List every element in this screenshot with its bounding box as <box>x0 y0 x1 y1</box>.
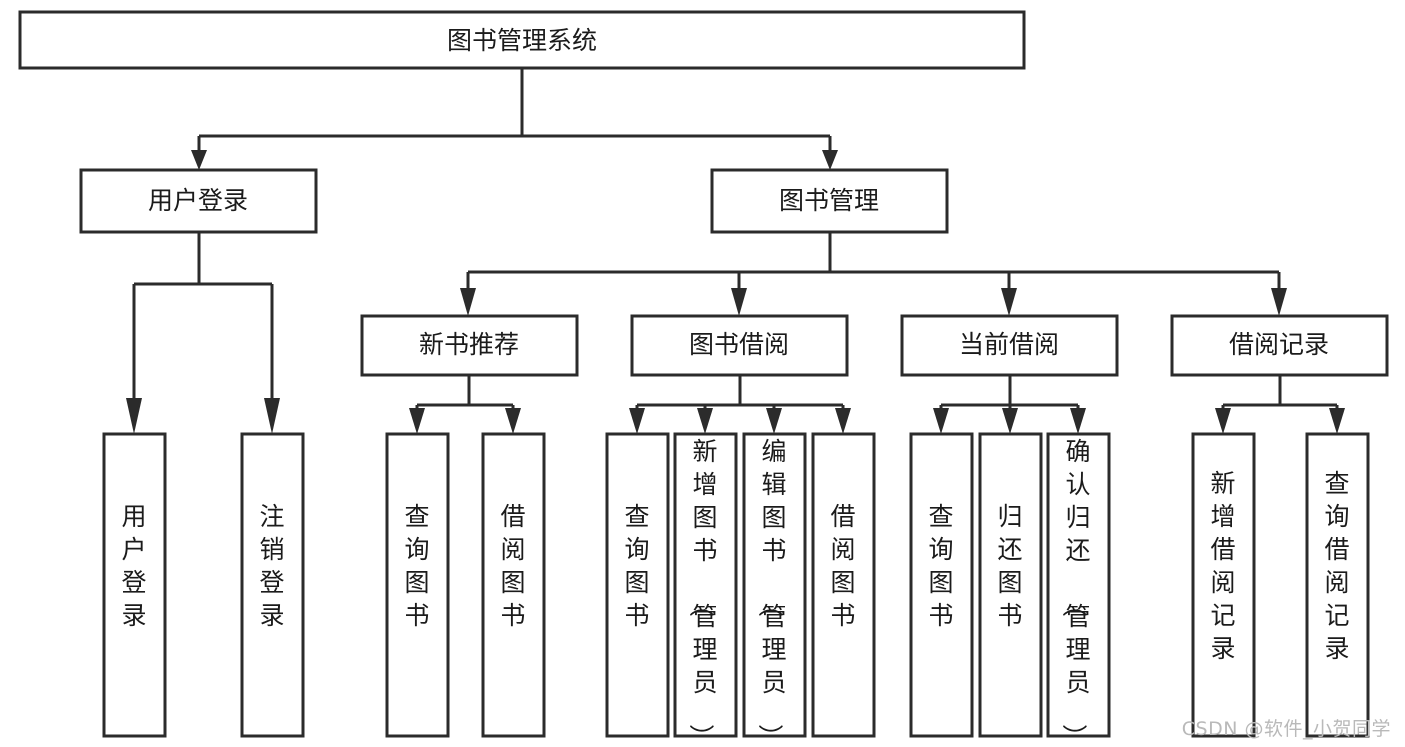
arrow-head-leaf-query-book-3 <box>933 408 949 434</box>
leaf-return-book[interactable]: 归还图书 <box>978 432 1043 738</box>
connector-group-userlogin-to-leaves <box>126 232 280 434</box>
arrow-head-leaf-user-login <box>126 398 142 434</box>
leaf-borrow-book-borrow-rect[interactable] <box>811 432 876 738</box>
arrow-head-leaf-logout <box>264 398 280 434</box>
arrow-head-new-book-rec <box>460 288 476 316</box>
node-new-book-recommend[interactable]: 新书推荐 <box>360 314 579 377</box>
arrow-head-to-book-mgmt <box>822 150 838 170</box>
leaf-query-book-newbook-label: 查询图书 <box>404 502 429 630</box>
node-current-borrow[interactable]: 当前借阅 <box>900 314 1119 377</box>
arrow-head-current-borrow <box>1001 288 1017 316</box>
node-new-book-recommend-label: 新书推荐 <box>419 330 519 359</box>
connector-group-bookmgmt-to-level3 <box>460 232 1287 316</box>
node-root-rect[interactable] <box>18 10 1026 70</box>
arrow-head-to-user-login <box>191 150 207 170</box>
leaf-logout-rect[interactable] <box>240 432 305 738</box>
leaf-add-borrow-record-label: 新增借阅记录 <box>1210 469 1235 663</box>
leaf-borrow-book-newbook-rect[interactable] <box>481 432 546 738</box>
leaf-confirm-return-admin-rect[interactable] <box>1046 432 1111 738</box>
leaf-edit-book-admin-label: 编辑图书（管理员） <box>755 437 786 747</box>
connector-group-bookborrow-to-leaves <box>629 375 851 434</box>
leaf-query-book-borrow-label: 查询图书 <box>624 502 649 630</box>
leaf-add-book-admin-rect[interactable] <box>673 432 738 738</box>
leaf-query-book-newbook-rect[interactable] <box>385 432 450 738</box>
node-current-borrow-label: 当前借阅 <box>959 330 1059 359</box>
arrow-head-leaf-query-book-2 <box>629 408 645 434</box>
node-book-management-rect[interactable] <box>710 168 949 234</box>
leaf-logout[interactable]: 注销登录 <box>240 432 305 738</box>
arrow-head-leaf-query-book-1 <box>409 408 425 434</box>
leaf-add-book-admin[interactable]: 新增图书（管理员） <box>673 432 738 747</box>
leaf-borrow-book-borrow-label: 借阅图书 <box>830 502 855 630</box>
leaf-query-borrow-record[interactable]: 查询借阅记录 <box>1305 432 1370 738</box>
node-book-management[interactable]: 图书管理 <box>710 168 949 234</box>
leaf-user-login-rect[interactable] <box>102 432 167 738</box>
node-user-login-rect[interactable] <box>79 168 318 234</box>
leaf-confirm-return-admin-label: 确认归还（管理员） <box>1059 437 1090 747</box>
leaf-borrow-book-newbook[interactable]: 借阅图书 <box>481 432 546 738</box>
connector-group-currentborrow-to-leaves <box>933 375 1086 434</box>
node-user-login-label: 用户登录 <box>148 186 248 215</box>
node-user-login[interactable]: 用户登录 <box>79 168 318 234</box>
node-root-label: 图书管理系统 <box>447 26 597 55</box>
connector-group-root-to-level2 <box>191 68 838 170</box>
leaf-logout-label: 注销登录 <box>259 502 284 630</box>
leaf-query-borrow-record-label: 查询借阅记录 <box>1324 469 1349 663</box>
leaf-query-borrow-record-rect[interactable] <box>1305 432 1370 738</box>
arrow-head-leaf-edit-book <box>766 408 782 434</box>
arrow-head-leaf-borrow-book-2 <box>835 408 851 434</box>
arrow-head-borrow-record <box>1271 288 1287 316</box>
leaf-return-book-label: 归还图书 <box>997 502 1022 630</box>
node-new-book-recommend-rect[interactable] <box>360 314 579 377</box>
leaf-query-book-newbook[interactable]: 查询图书 <box>385 432 450 738</box>
arrow-head-book-borrow <box>731 288 747 316</box>
leaf-confirm-return-admin[interactable]: 确认归还（管理员） <box>1046 432 1111 747</box>
leaf-borrow-book-newbook-label: 借阅图书 <box>500 502 525 630</box>
node-book-management-label: 图书管理 <box>779 186 879 215</box>
node-book-borrow-rect[interactable] <box>630 314 849 377</box>
node-borrow-record-label: 借阅记录 <box>1229 330 1329 359</box>
node-root[interactable]: 图书管理系统 <box>18 10 1026 70</box>
arrow-head-leaf-query-record <box>1329 408 1345 434</box>
arrow-head-leaf-confirm-return <box>1070 408 1086 434</box>
arrow-head-leaf-add-record <box>1215 408 1231 434</box>
leaf-query-book-current-label: 查询图书 <box>928 502 953 630</box>
leaf-query-book-borrow-rect[interactable] <box>605 432 670 738</box>
leaf-user-login-label: 用户登录 <box>121 502 146 630</box>
connector-group-newbook-to-leaves <box>409 375 521 434</box>
arrow-head-leaf-borrow-book-1 <box>505 408 521 434</box>
leaf-return-book-rect[interactable] <box>978 432 1043 738</box>
leaf-add-borrow-record-rect[interactable] <box>1191 432 1256 738</box>
node-book-borrow[interactable]: 图书借阅 <box>630 314 849 377</box>
leaf-add-borrow-record[interactable]: 新增借阅记录 <box>1191 432 1256 738</box>
node-borrow-record[interactable]: 借阅记录 <box>1170 314 1389 377</box>
leaf-user-login[interactable]: 用户登录 <box>102 432 167 738</box>
leaf-edit-book-admin[interactable]: 编辑图书（管理员） <box>742 432 807 747</box>
leaf-query-book-current-rect[interactable] <box>909 432 974 738</box>
node-book-borrow-label: 图书借阅 <box>689 330 789 359</box>
leaf-query-book-borrow[interactable]: 查询图书 <box>605 432 670 738</box>
arrow-head-leaf-return-book <box>1002 408 1018 434</box>
node-current-borrow-rect[interactable] <box>900 314 1119 377</box>
node-borrow-record-rect[interactable] <box>1170 314 1389 377</box>
connector-group-borrowrecord-to-leaves <box>1215 375 1345 434</box>
leaf-add-book-admin-label: 新增图书（管理员） <box>686 437 717 747</box>
csdn-watermark: CSDN @软件_小贺同学 <box>1181 718 1391 740</box>
leaf-borrow-book-borrow[interactable]: 借阅图书 <box>811 432 876 738</box>
arrow-head-leaf-add-book <box>697 408 713 434</box>
leaf-edit-book-admin-rect[interactable] <box>742 432 807 738</box>
leaf-query-book-current[interactable]: 查询图书 <box>909 432 974 738</box>
